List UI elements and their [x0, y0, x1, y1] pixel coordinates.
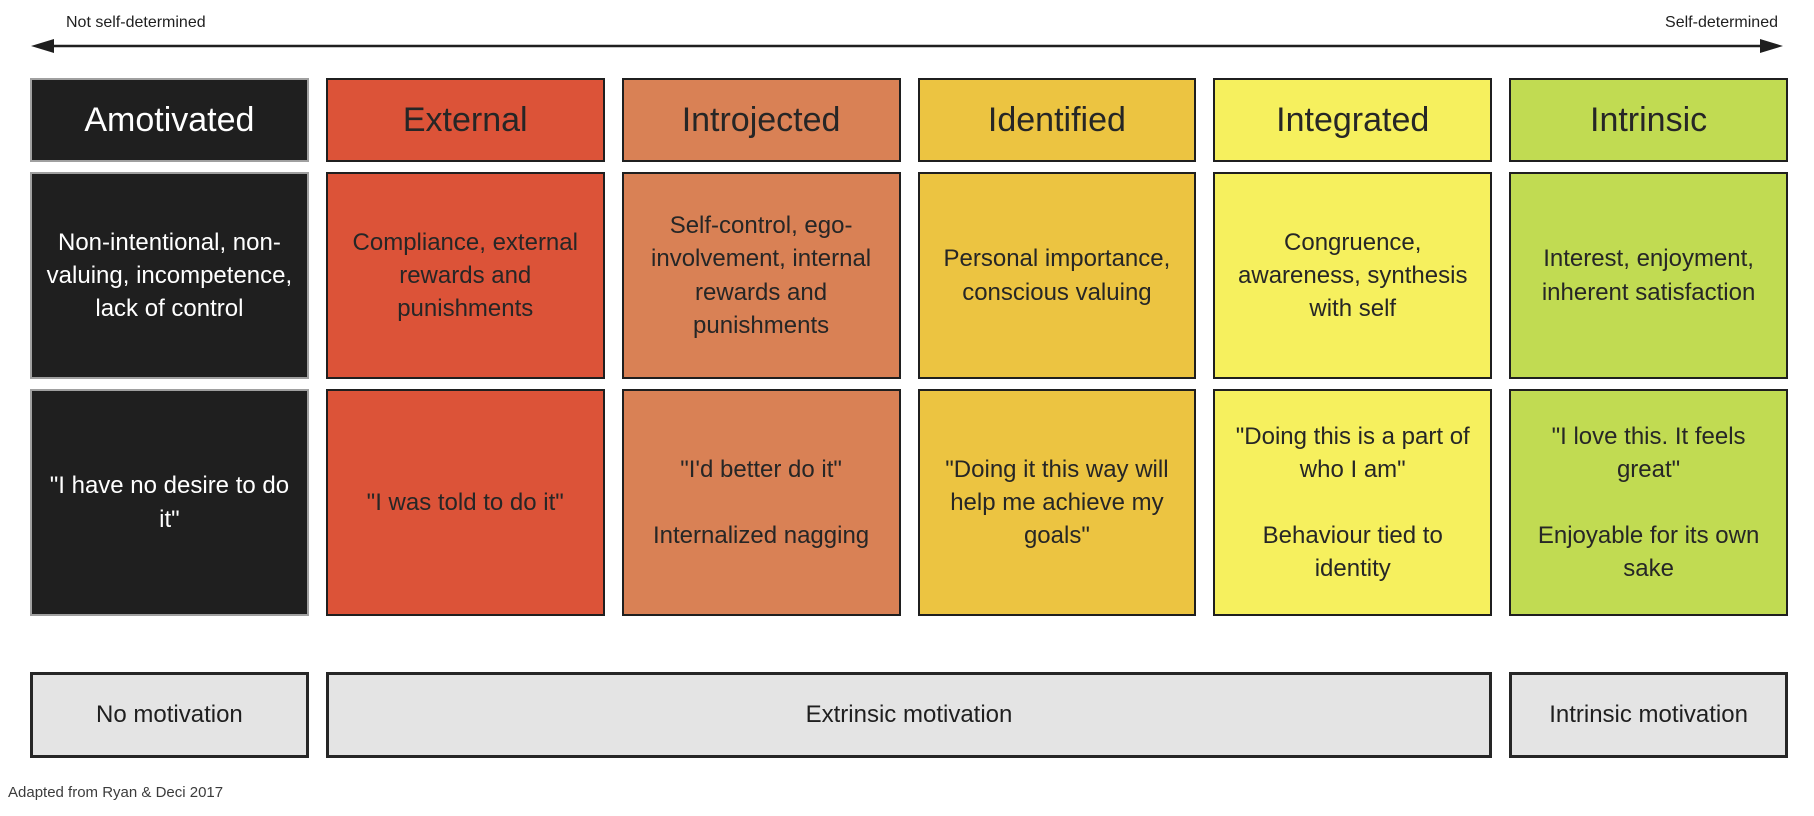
quote-text: "Doing it this way will help me achieve … — [945, 455, 1169, 550]
column-quote-amotivated: "I have no desire to do it" — [30, 389, 309, 616]
quote-text: "Doing this is a part of who I am" — [1235, 422, 1470, 483]
column-header-intrinsic: Intrinsic — [1509, 78, 1788, 162]
column-description-integrated: Congruence, awareness, synthesis with se… — [1213, 172, 1493, 379]
quote-note: Enjoyable for its own sake — [1537, 522, 1760, 583]
column-header-external: External — [325, 78, 605, 162]
attribution: Adapted from Ryan & Deci 2017 — [8, 784, 224, 801]
column-description-identified: Personal importance, conscious valuing — [917, 172, 1197, 379]
column-description-introjected: Self-control, ego-involvement, internal … — [621, 172, 901, 379]
double-headed-arrow-icon — [31, 39, 1783, 53]
column-description-amotivated: Non-intentional, non-valuing, incompeten… — [30, 172, 309, 379]
quote-note: Behaviour tied to identity — [1262, 522, 1443, 583]
continuum-grid: Amotivated External Introjected Identifi… — [30, 78, 1788, 616]
quote-text: "I was told to do it" — [366, 488, 564, 516]
column-header-introjected: Introjected — [621, 78, 901, 162]
band-extrinsic-motivation: Extrinsic motivation — [325, 672, 1493, 758]
column-header-integrated: Integrated — [1213, 78, 1493, 162]
column-quote-identified: "Doing it this way will help me achieve … — [917, 389, 1197, 616]
column-quote-external: "I was told to do it" — [325, 389, 605, 616]
column-quote-introjected: "I'd better do it" Internalized nagging — [621, 389, 901, 616]
band-no-motivation: No motivation — [30, 672, 309, 758]
column-header-amotivated: Amotivated — [30, 78, 309, 162]
continuum-axis — [0, 36, 1814, 56]
column-quote-intrinsic: "I love this. It feels great" Enjoyable … — [1509, 389, 1788, 616]
axis-label-not-self-determined: Not self-determined — [66, 14, 206, 31]
column-header-identified: Identified — [917, 78, 1197, 162]
axis-label-self-determined: Self-determined — [1665, 14, 1778, 31]
quote-text: "I'd better do it" — [680, 455, 842, 483]
motivation-category-bands: No motivation Extrinsic motivation Intri… — [30, 672, 1788, 758]
quote-text: "I have no desire to do it" — [49, 472, 290, 533]
column-quote-integrated: "Doing this is a part of who I am" Behav… — [1213, 389, 1493, 616]
quote-text: "I love this. It feels great" — [1551, 422, 1746, 483]
quote-note: Internalized nagging — [652, 522, 870, 549]
column-description-external: Compliance, external rewards and punishm… — [325, 172, 605, 379]
column-description-intrinsic: Interest, enjoyment, inherent satisfacti… — [1509, 172, 1788, 379]
band-intrinsic-motivation: Intrinsic motivation — [1509, 672, 1788, 758]
